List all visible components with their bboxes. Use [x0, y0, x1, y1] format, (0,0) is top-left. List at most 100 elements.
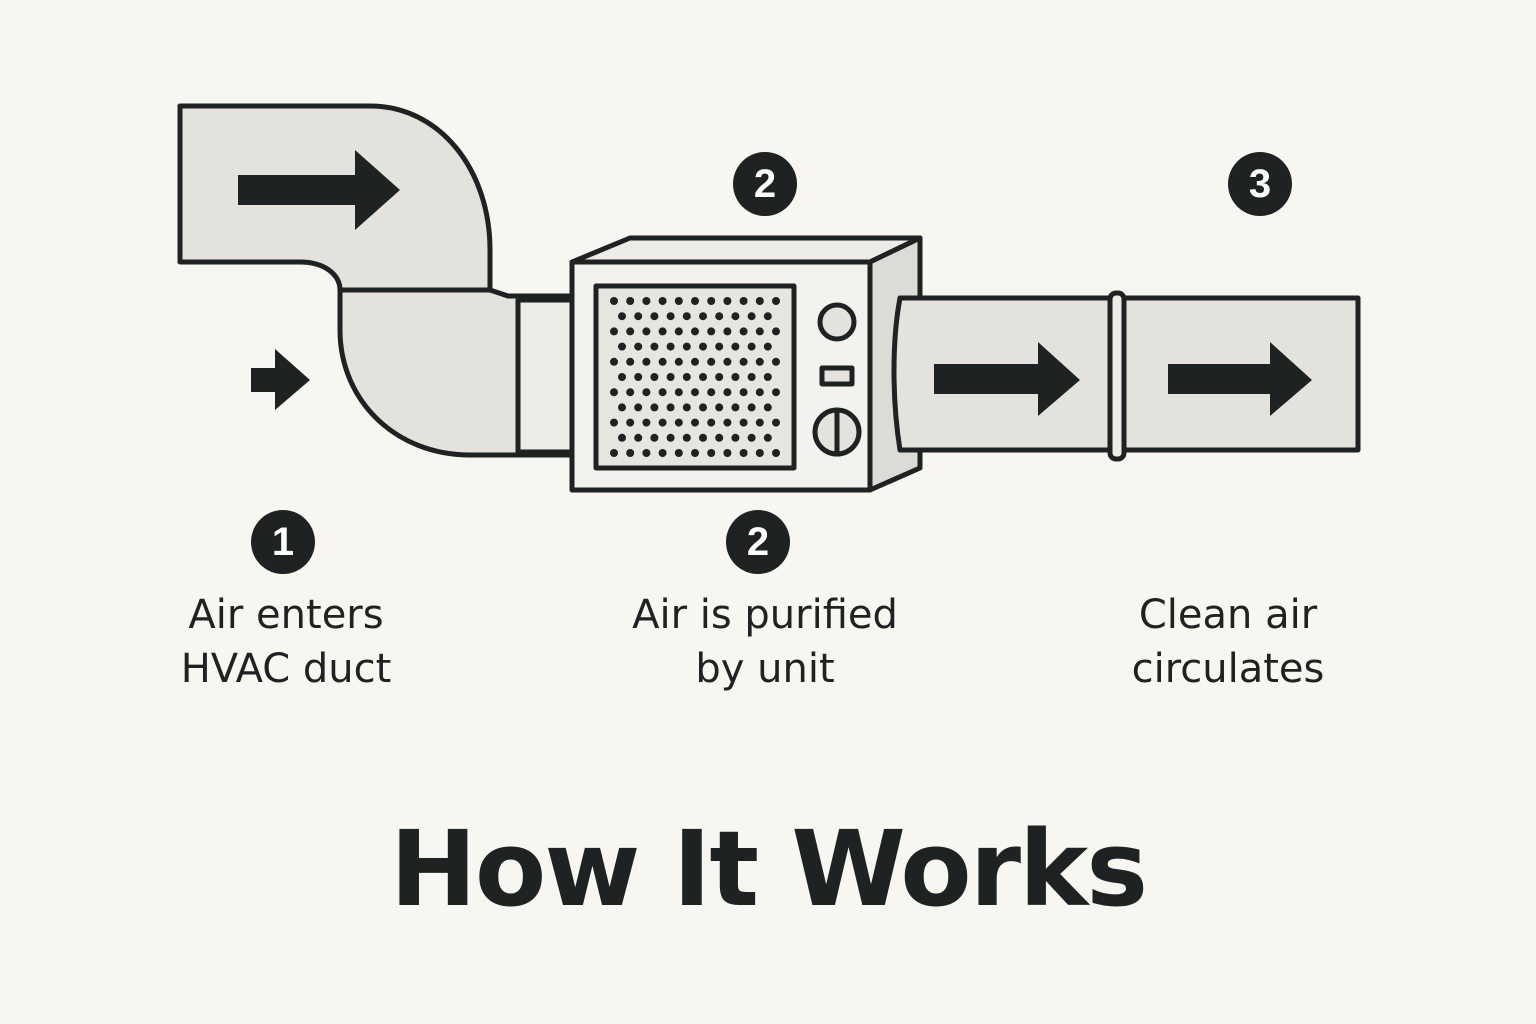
grille-hole [626, 357, 635, 366]
arrow-right-icon [1168, 342, 1312, 416]
grille-hole [626, 388, 635, 397]
grille-hole [626, 418, 635, 427]
grille-hole [666, 433, 675, 442]
grille-hole [763, 403, 772, 412]
grille-hole [650, 312, 659, 321]
grille-hole [618, 403, 626, 412]
purifier-knob-top-icon [817, 302, 857, 342]
grille-hole [731, 433, 740, 442]
grille-hole [642, 297, 651, 305]
grille-hole [739, 388, 748, 397]
purifier-grille [593, 283, 797, 471]
grille-hole [731, 403, 740, 412]
step-2-line-2: by unit [695, 646, 835, 692]
grille-hole [715, 433, 724, 442]
grille-hole [650, 373, 659, 381]
step-1-line-2: HVAC duct [180, 646, 392, 692]
step-1-label: Air enters HVAC duct [106, 588, 466, 696]
grille-hole [642, 327, 651, 336]
step-3-line-2: circulates [1131, 646, 1325, 692]
grille-hole [691, 449, 699, 457]
purifier-indicator-icon [819, 365, 855, 387]
grille-hole [715, 342, 724, 351]
grille-hole [691, 297, 699, 305]
grille-hole [747, 342, 756, 351]
grille-hole [618, 373, 626, 381]
step-badge-1: 1 [251, 510, 315, 574]
grille-hole [755, 449, 764, 457]
grille-hole [747, 373, 756, 381]
grille-hole [626, 449, 635, 457]
grille-hole [650, 342, 659, 351]
grille-hole [755, 327, 764, 336]
grille-hole [699, 403, 707, 412]
grille-hole [691, 388, 699, 397]
grille-hole [691, 327, 699, 336]
arrow-right-icon [251, 349, 310, 410]
grille-hole [642, 449, 651, 457]
grille-hole [763, 312, 772, 321]
grille-hole [731, 342, 740, 351]
grille-hole [666, 312, 675, 321]
purifier-top-face [569, 235, 923, 265]
grille-hole [772, 449, 780, 457]
grille-hole [772, 388, 780, 397]
grille-hole [634, 342, 643, 351]
grille-hole [731, 312, 740, 321]
grille-hole [674, 418, 683, 427]
grille-hole [755, 297, 764, 305]
step-3-label: Clean air circulates [1048, 588, 1408, 696]
grille-hole [610, 449, 618, 457]
grille-hole [650, 403, 659, 412]
grille-hole [674, 449, 683, 457]
grille-hole [674, 357, 683, 366]
grille-hole [699, 373, 707, 381]
grille-hole [699, 312, 707, 321]
grille-hole [658, 297, 667, 305]
grille-hole [723, 418, 732, 427]
grille-hole [626, 327, 635, 336]
grille-hole [674, 327, 683, 336]
step-badge-3: 3 [1228, 152, 1292, 216]
grille-hole [723, 327, 732, 336]
grille-hole [755, 357, 764, 366]
grille-hole [626, 297, 635, 305]
grille-hole [674, 297, 683, 305]
grille-hole [772, 418, 780, 427]
step-1-line-1: Air enters [188, 592, 384, 638]
grille-hole [747, 433, 756, 442]
grille-hole [610, 388, 618, 397]
grille-hole [715, 312, 724, 321]
grille-hole [682, 433, 691, 442]
grille-hole [691, 418, 699, 427]
grille-hole [723, 297, 732, 305]
grille-hole [650, 433, 659, 442]
grille-hole [763, 373, 772, 381]
grille-hole [699, 433, 707, 442]
grille-hole [739, 449, 748, 457]
grille-hole [715, 373, 724, 381]
grille-hole [610, 418, 618, 427]
grille-hole [755, 418, 764, 427]
arrow-right-icon [238, 150, 400, 230]
step-2-line-1: Air is purified [632, 592, 898, 638]
grille-hole [610, 297, 618, 305]
step-2-label: Air is purified by unit [585, 588, 945, 696]
grille-hole [634, 403, 643, 412]
grille-hole [666, 342, 675, 351]
grille-hole [682, 312, 691, 321]
grille-hole [715, 403, 724, 412]
grille-hole [618, 342, 626, 351]
grille-hole [642, 388, 651, 397]
grille-hole [674, 388, 683, 397]
grille-hole [610, 357, 618, 366]
arrow-right-icon [934, 342, 1080, 416]
grille-hole [707, 418, 716, 427]
grille-hole [707, 357, 716, 366]
step-3-line-1: Clean air [1138, 592, 1318, 638]
grille-hole [682, 342, 691, 351]
grille-hole [707, 297, 716, 305]
grille-hole [691, 357, 699, 366]
grille-hole [772, 357, 780, 366]
grille-hole [658, 449, 667, 457]
